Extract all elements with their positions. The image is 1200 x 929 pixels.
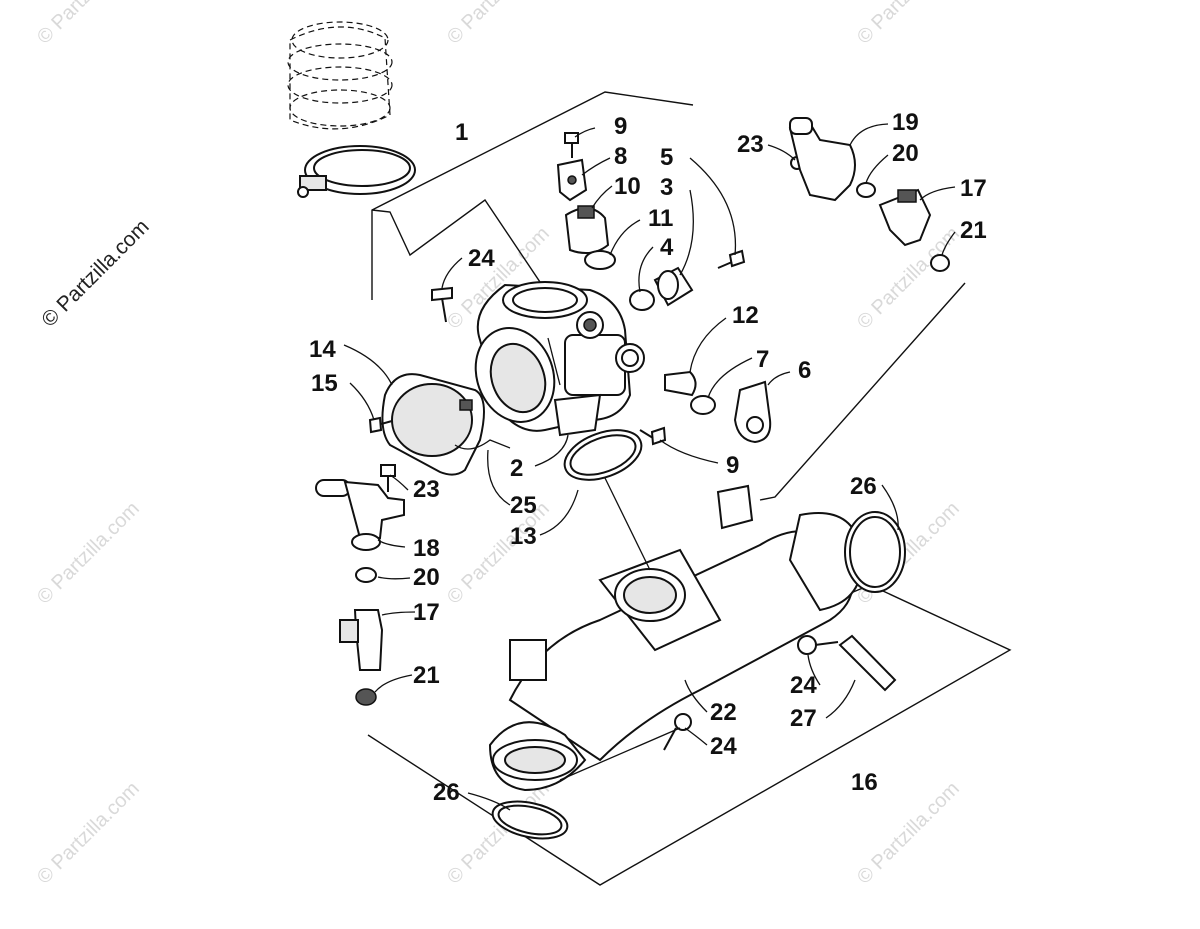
callout-26b: 26 <box>433 779 460 806</box>
callout-24c: 24 <box>710 733 737 760</box>
callout-23b: 23 <box>413 476 440 503</box>
bracket-assembly-1 <box>371 91 694 300</box>
o-ring-13-inner <box>569 434 637 476</box>
left-injector-group <box>315 479 405 706</box>
tps-sensor-cover <box>381 373 511 476</box>
callout-22: 22 <box>710 699 737 726</box>
watermark-tile: © Partzilla.com <box>853 0 964 49</box>
sensor-parts <box>556 158 694 311</box>
callout-labels: 1 9 8 10 11 5 3 4 24 23 19 20 17 21 12 7… <box>309 109 987 806</box>
o-ring-26-bottom-inner <box>497 804 563 836</box>
watermark-tile: © Partzilla.com <box>443 498 554 609</box>
intake-manifold <box>488 484 863 792</box>
callout-9: 9 <box>614 113 627 140</box>
assembly-lines <box>547 337 681 781</box>
callout-19: 19 <box>892 109 919 136</box>
callout-12: 12 <box>732 302 759 329</box>
callout-9b: 9 <box>726 452 739 479</box>
callout-6: 6 <box>798 357 811 384</box>
callout-5: 5 <box>660 144 673 171</box>
callout-7: 7 <box>756 346 769 373</box>
watermark-tile: © Partzilla.com <box>443 0 554 49</box>
intake-boot <box>287 21 416 198</box>
callout-25: 25 <box>510 492 537 519</box>
callout-11: 11 <box>648 205 673 232</box>
callout-16: 16 <box>851 769 878 796</box>
right-injector-group <box>788 117 950 272</box>
watermark-tile: © Partzilla.com <box>33 778 144 889</box>
bracket-16-right <box>759 282 966 501</box>
callout-17b: 17 <box>413 599 440 626</box>
callout-24: 24 <box>468 245 495 272</box>
callout-14: 14 <box>309 336 336 363</box>
callout-13: 13 <box>510 523 537 550</box>
map-sensor-parts <box>664 370 772 444</box>
callout-15: 15 <box>311 370 338 397</box>
callout-8: 8 <box>614 143 627 170</box>
callout-17: 17 <box>960 175 987 202</box>
callout-2: 2 <box>510 455 523 482</box>
callout-27: 27 <box>790 705 817 732</box>
callout-10: 10 <box>614 173 641 200</box>
leader-lines <box>343 123 956 811</box>
screws <box>368 132 839 751</box>
callout-24b: 24 <box>790 672 817 699</box>
watermark-tile: © Partzilla.com <box>33 0 144 49</box>
callout-21b: 21 <box>413 662 440 689</box>
callout-23: 23 <box>737 131 764 158</box>
callout-26: 26 <box>850 473 877 500</box>
callout-20: 20 <box>892 140 919 167</box>
side-watermark: © Partzilla.com <box>37 215 153 331</box>
watermark-tile: © Partzilla.com <box>33 498 144 609</box>
callout-3: 3 <box>660 174 673 201</box>
bracket-27 <box>838 634 897 692</box>
callout-1: 1 <box>455 119 468 146</box>
o-ring-26-right-inner <box>849 516 901 588</box>
callout-21: 21 <box>960 217 987 244</box>
callout-18: 18 <box>413 535 440 562</box>
callout-20b: 20 <box>413 564 440 591</box>
throttle-body <box>474 281 645 437</box>
callout-4: 4 <box>660 234 674 261</box>
